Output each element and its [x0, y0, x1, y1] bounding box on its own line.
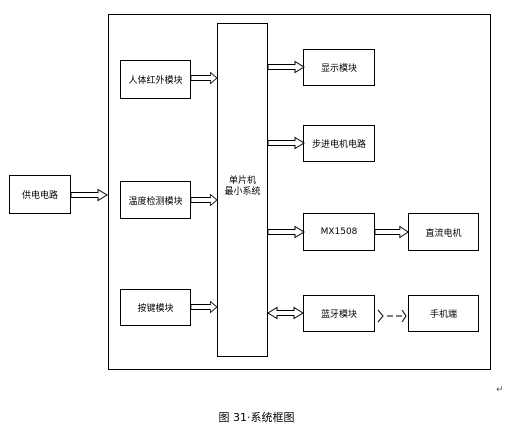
arrow-key-to-mcu	[190, 301, 218, 313]
paragraph-mark-icon: ↵	[496, 385, 504, 395]
dc-motor-box: 直流电机	[408, 213, 479, 251]
arrow-pir-to-mcu	[190, 72, 218, 84]
mx1508-driver-box: MX1508	[303, 213, 375, 251]
phone-box: 手机端	[408, 295, 479, 332]
power-supply-box: 供电电路	[9, 175, 71, 214]
arrow-mcu-to-stepper	[267, 137, 305, 149]
figure-caption: 图 31·系统框图	[218, 411, 295, 424]
temperature-module-box: 温度检测模块	[120, 181, 191, 219]
bluetooth-module-box: 蓝牙模块	[303, 295, 375, 332]
mcu-box: 单片机 最小系统	[217, 23, 268, 357]
pir-module-box: 人体红外模块	[120, 60, 191, 99]
arrow-temp-to-mcu	[190, 194, 218, 206]
wireless-link-bluetooth-phone	[377, 309, 407, 323]
arrow-mcu-to-driver	[267, 226, 305, 238]
key-module-box: 按键模块	[120, 289, 191, 326]
arrow-power-to-frame	[70, 189, 108, 201]
arrow-driver-to-motor	[374, 226, 409, 238]
mcu-label-line-1: 单片机	[228, 176, 256, 186]
arrow-mcu-to-display	[267, 61, 305, 73]
arrow-mcu-bluetooth-bidirectional	[267, 306, 304, 320]
system-frame	[108, 14, 491, 370]
display-module-box: 显示模块	[303, 49, 375, 86]
mcu-label-line-2: 最小系统	[224, 187, 261, 197]
stepper-circuit-box: 步进电机电路	[303, 125, 375, 162]
